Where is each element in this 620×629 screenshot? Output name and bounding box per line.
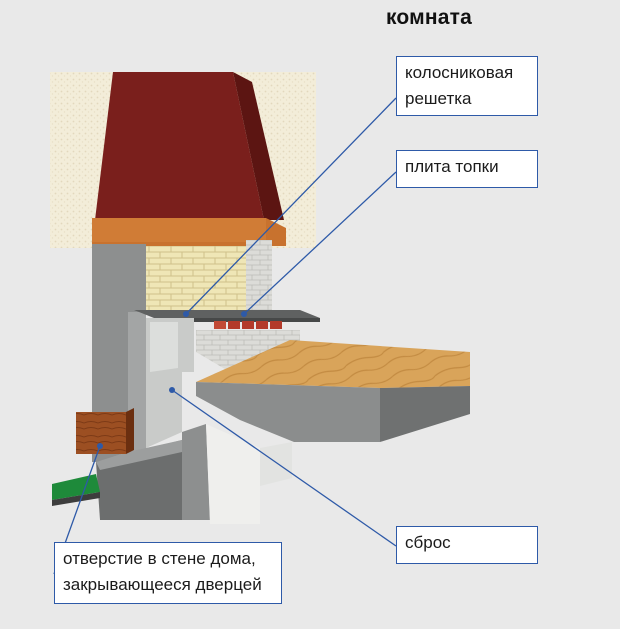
callout-drop: сброс: [396, 526, 538, 564]
callout-hole-line-2: закрывающееся дверцей: [63, 572, 273, 598]
stove-plate: [134, 310, 320, 318]
floor-slab-side: [380, 386, 470, 442]
foundation-step: [182, 424, 210, 520]
red-bricks: [214, 321, 282, 329]
callout-hole-line-1: отверстие в стене дома,: [63, 546, 273, 572]
callout-plate-line-1: плита топки: [405, 154, 529, 180]
mantel-beam-front: [92, 218, 266, 242]
callout-grate-line-1: колосниковая: [405, 60, 529, 86]
house-wall-wood-side: [126, 408, 134, 454]
callout-drop-line-1: сброс: [405, 530, 529, 556]
foundation-block: [260, 442, 292, 486]
firebox-side-column: [246, 240, 272, 312]
ash-chamber-inner: [150, 322, 178, 372]
room-label: комната: [386, 6, 472, 30]
callout-wall-opening: отверстие в стене дома, закрывающееся дв…: [54, 542, 282, 604]
callout-grate-line-2: решетка: [405, 86, 529, 112]
foundation-light: [206, 424, 260, 524]
firebox-back-wall: [146, 246, 246, 312]
callout-stove-plate: плита топки: [396, 150, 538, 188]
callout-grate: колосниковая решетка: [396, 56, 538, 116]
